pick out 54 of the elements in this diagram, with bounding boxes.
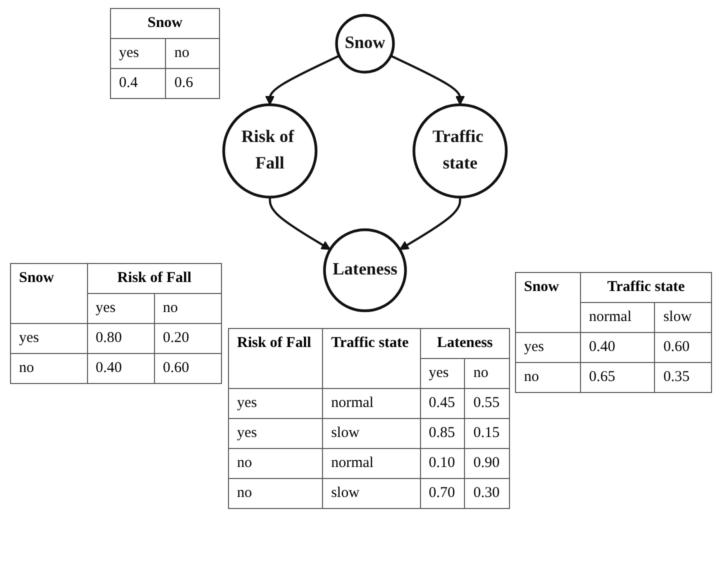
- node-circle: Risk of Fall: [222, 103, 318, 198]
- table-cell: 0.60: [654, 332, 712, 362]
- table-header-cell: Traffic state: [322, 328, 420, 388]
- table-cell: 0.15: [464, 418, 510, 448]
- table-cell: 0.70: [420, 478, 465, 508]
- table-cell: 0.85: [420, 418, 465, 448]
- table-cell: 0.20: [154, 324, 222, 354]
- table-cell: 0.45: [420, 388, 465, 418]
- table-cell: 0.40: [87, 354, 154, 384]
- table-cell: normal: [580, 302, 655, 332]
- table-cell: 0.55: [464, 388, 510, 418]
- table-cell: slow: [322, 418, 420, 448]
- table-cell: 0.65: [580, 362, 655, 392]
- table-cell: yes: [420, 358, 465, 388]
- node-circle: Snow: [335, 14, 395, 74]
- table-header-cell: Lateness: [420, 328, 510, 358]
- node-circle: Lateness: [323, 228, 407, 312]
- table-cell: slow: [322, 478, 420, 508]
- arrow: [268, 197, 331, 250]
- table-cell: 0.80: [87, 324, 154, 354]
- table-cell: yes: [10, 324, 88, 354]
- table-cell: yes: [110, 38, 166, 68]
- table-cell: yes: [228, 388, 323, 418]
- table-header-cell: Snow: [516, 272, 580, 332]
- table-cell: 0.4: [110, 68, 166, 98]
- arrow: [390, 54, 465, 106]
- table-header-cell: Risk of Fall: [228, 328, 323, 388]
- table-cell: 0.6: [166, 68, 220, 98]
- table-cell: 0.10: [420, 448, 465, 478]
- node-circle: Traffic state: [412, 103, 508, 198]
- table-header-cell: Snow: [110, 8, 220, 38]
- table-cell: no: [228, 478, 323, 508]
- table-cell: yes: [516, 332, 580, 362]
- table-cell: slow: [654, 302, 712, 332]
- table-cell: normal: [322, 388, 420, 418]
- table-header-cell: Snow: [10, 264, 88, 324]
- table-cell: 0.60: [154, 354, 222, 384]
- arrow: [399, 197, 462, 250]
- table-cell: 0.90: [464, 448, 510, 478]
- table-cell: 0.30: [464, 478, 510, 508]
- table-header-cell: Risk of Fall: [87, 264, 222, 294]
- table-cell: no: [464, 358, 510, 388]
- table-cell: no: [154, 294, 222, 324]
- table-cell: 0.40: [580, 332, 655, 362]
- table-cell: no: [516, 362, 580, 392]
- table-cell: 0.35: [654, 362, 712, 392]
- table-cell: yes: [87, 294, 154, 324]
- table-cell: normal: [322, 448, 420, 478]
- table-cell: no: [10, 354, 88, 384]
- arrow: [265, 54, 340, 106]
- table-header-cell: Traffic state: [580, 272, 712, 302]
- table-cell: yes: [228, 418, 323, 448]
- table-cell: no: [228, 448, 323, 478]
- table-cell: no: [166, 38, 220, 68]
